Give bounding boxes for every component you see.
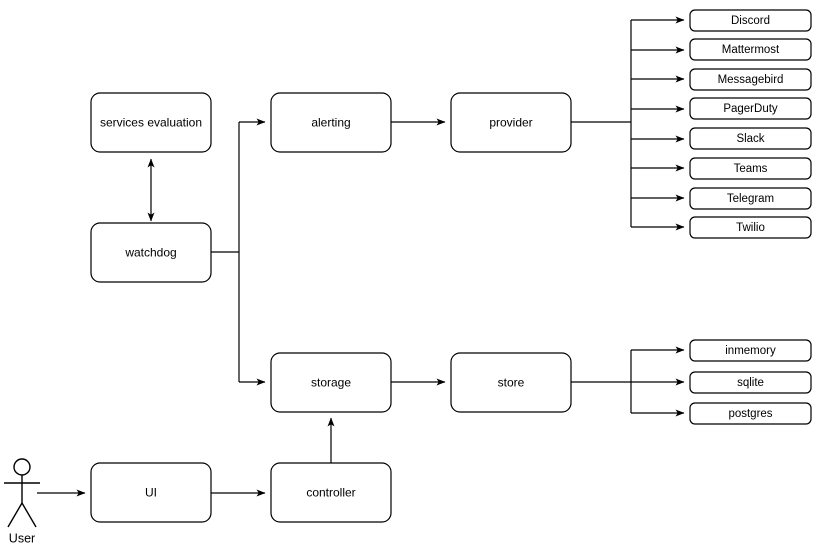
node-alerting-box[interactable] (270, 92, 392, 153)
node-ui-label: UI (145, 486, 157, 500)
leaf-telegram[interactable]: Telegram (689, 187, 812, 210)
leaf-inmemory-label: inmemory (725, 345, 776, 357)
leaf-pagerduty-box[interactable] (689, 97, 812, 120)
leaf-postgres[interactable]: postgres (689, 402, 812, 425)
node-provider-box[interactable] (450, 92, 572, 153)
node-watchdog-label: watchdog (124, 246, 176, 260)
leaf-discord-label: Discord (731, 15, 770, 27)
node-controller-label: controller (306, 486, 355, 500)
user-head-icon (13, 458, 31, 476)
node-controller-box[interactable] (270, 462, 392, 523)
node-storage-label: storage (311, 376, 351, 390)
leaf-slack-label: Slack (736, 133, 764, 145)
node-services-evaluation-box[interactable] (90, 92, 212, 153)
leaf-slack[interactable]: Slack (689, 127, 812, 150)
leaf-inmemory[interactable]: inmemory (689, 339, 812, 362)
node-store-box[interactable] (450, 352, 572, 413)
user-right-leg-icon (21, 502, 37, 528)
node-provider-label: provider (489, 116, 532, 130)
leaf-mattermost-box[interactable] (689, 38, 812, 61)
leaf-inmemory-box[interactable] (689, 339, 812, 362)
leaf-pagerduty-label: PagerDuty (723, 103, 778, 115)
leaf-telegram-box[interactable] (689, 187, 812, 210)
leaf-sqlite-label: sqlite (737, 377, 764, 389)
leaf-postgres-label: postgres (728, 408, 772, 420)
node-services-evaluation-label: services evaluation (100, 116, 202, 130)
leaf-messagebird-box[interactable] (689, 68, 812, 91)
leaf-discord[interactable]: Discord (689, 9, 812, 32)
node-ui-box[interactable] (90, 462, 212, 523)
node-alerting-label: alerting (311, 116, 350, 130)
leaf-teams-label: Teams (734, 163, 768, 175)
node-services-evaluation[interactable]: services evaluation (90, 92, 212, 153)
user-left-leg-icon (7, 502, 23, 528)
leaf-twilio[interactable]: Twilio (689, 216, 812, 239)
node-provider[interactable]: provider (450, 92, 572, 153)
actor-user[interactable]: User (4, 458, 40, 545)
leaf-telegram-label: Telegram (727, 193, 774, 205)
leaf-messagebird-label: Messagebird (718, 74, 784, 86)
leaf-sqlite-box[interactable] (689, 371, 812, 394)
leaf-pagerduty[interactable]: PagerDuty (689, 97, 812, 120)
node-controller[interactable]: controller (270, 462, 392, 523)
node-alerting[interactable]: alerting (270, 92, 392, 153)
leaf-discord-box[interactable] (689, 9, 812, 32)
leaf-teams-box[interactable] (689, 157, 812, 180)
node-storage[interactable]: storage (270, 352, 392, 413)
leaf-twilio-box[interactable] (689, 216, 812, 239)
leaf-slack-box[interactable] (689, 127, 812, 150)
node-ui[interactable]: UI (90, 462, 212, 523)
leaf-sqlite[interactable]: sqlite (689, 371, 812, 394)
leaf-messagebird[interactable]: Messagebird (689, 68, 812, 91)
node-store[interactable]: store (450, 352, 572, 413)
leaf-teams[interactable]: Teams (689, 157, 812, 180)
actor-user-label: User (9, 531, 35, 545)
node-watchdog[interactable]: watchdog (90, 222, 212, 283)
node-storage-box[interactable] (270, 352, 392, 413)
leaf-twilio-label: Twilio (736, 222, 765, 234)
node-store-label: store (498, 376, 525, 390)
leaf-postgres-box[interactable] (689, 402, 812, 425)
leaf-mattermost-label: Mattermost (722, 44, 780, 56)
leaf-mattermost[interactable]: Mattermost (689, 38, 812, 61)
node-watchdog-box[interactable] (90, 222, 212, 283)
